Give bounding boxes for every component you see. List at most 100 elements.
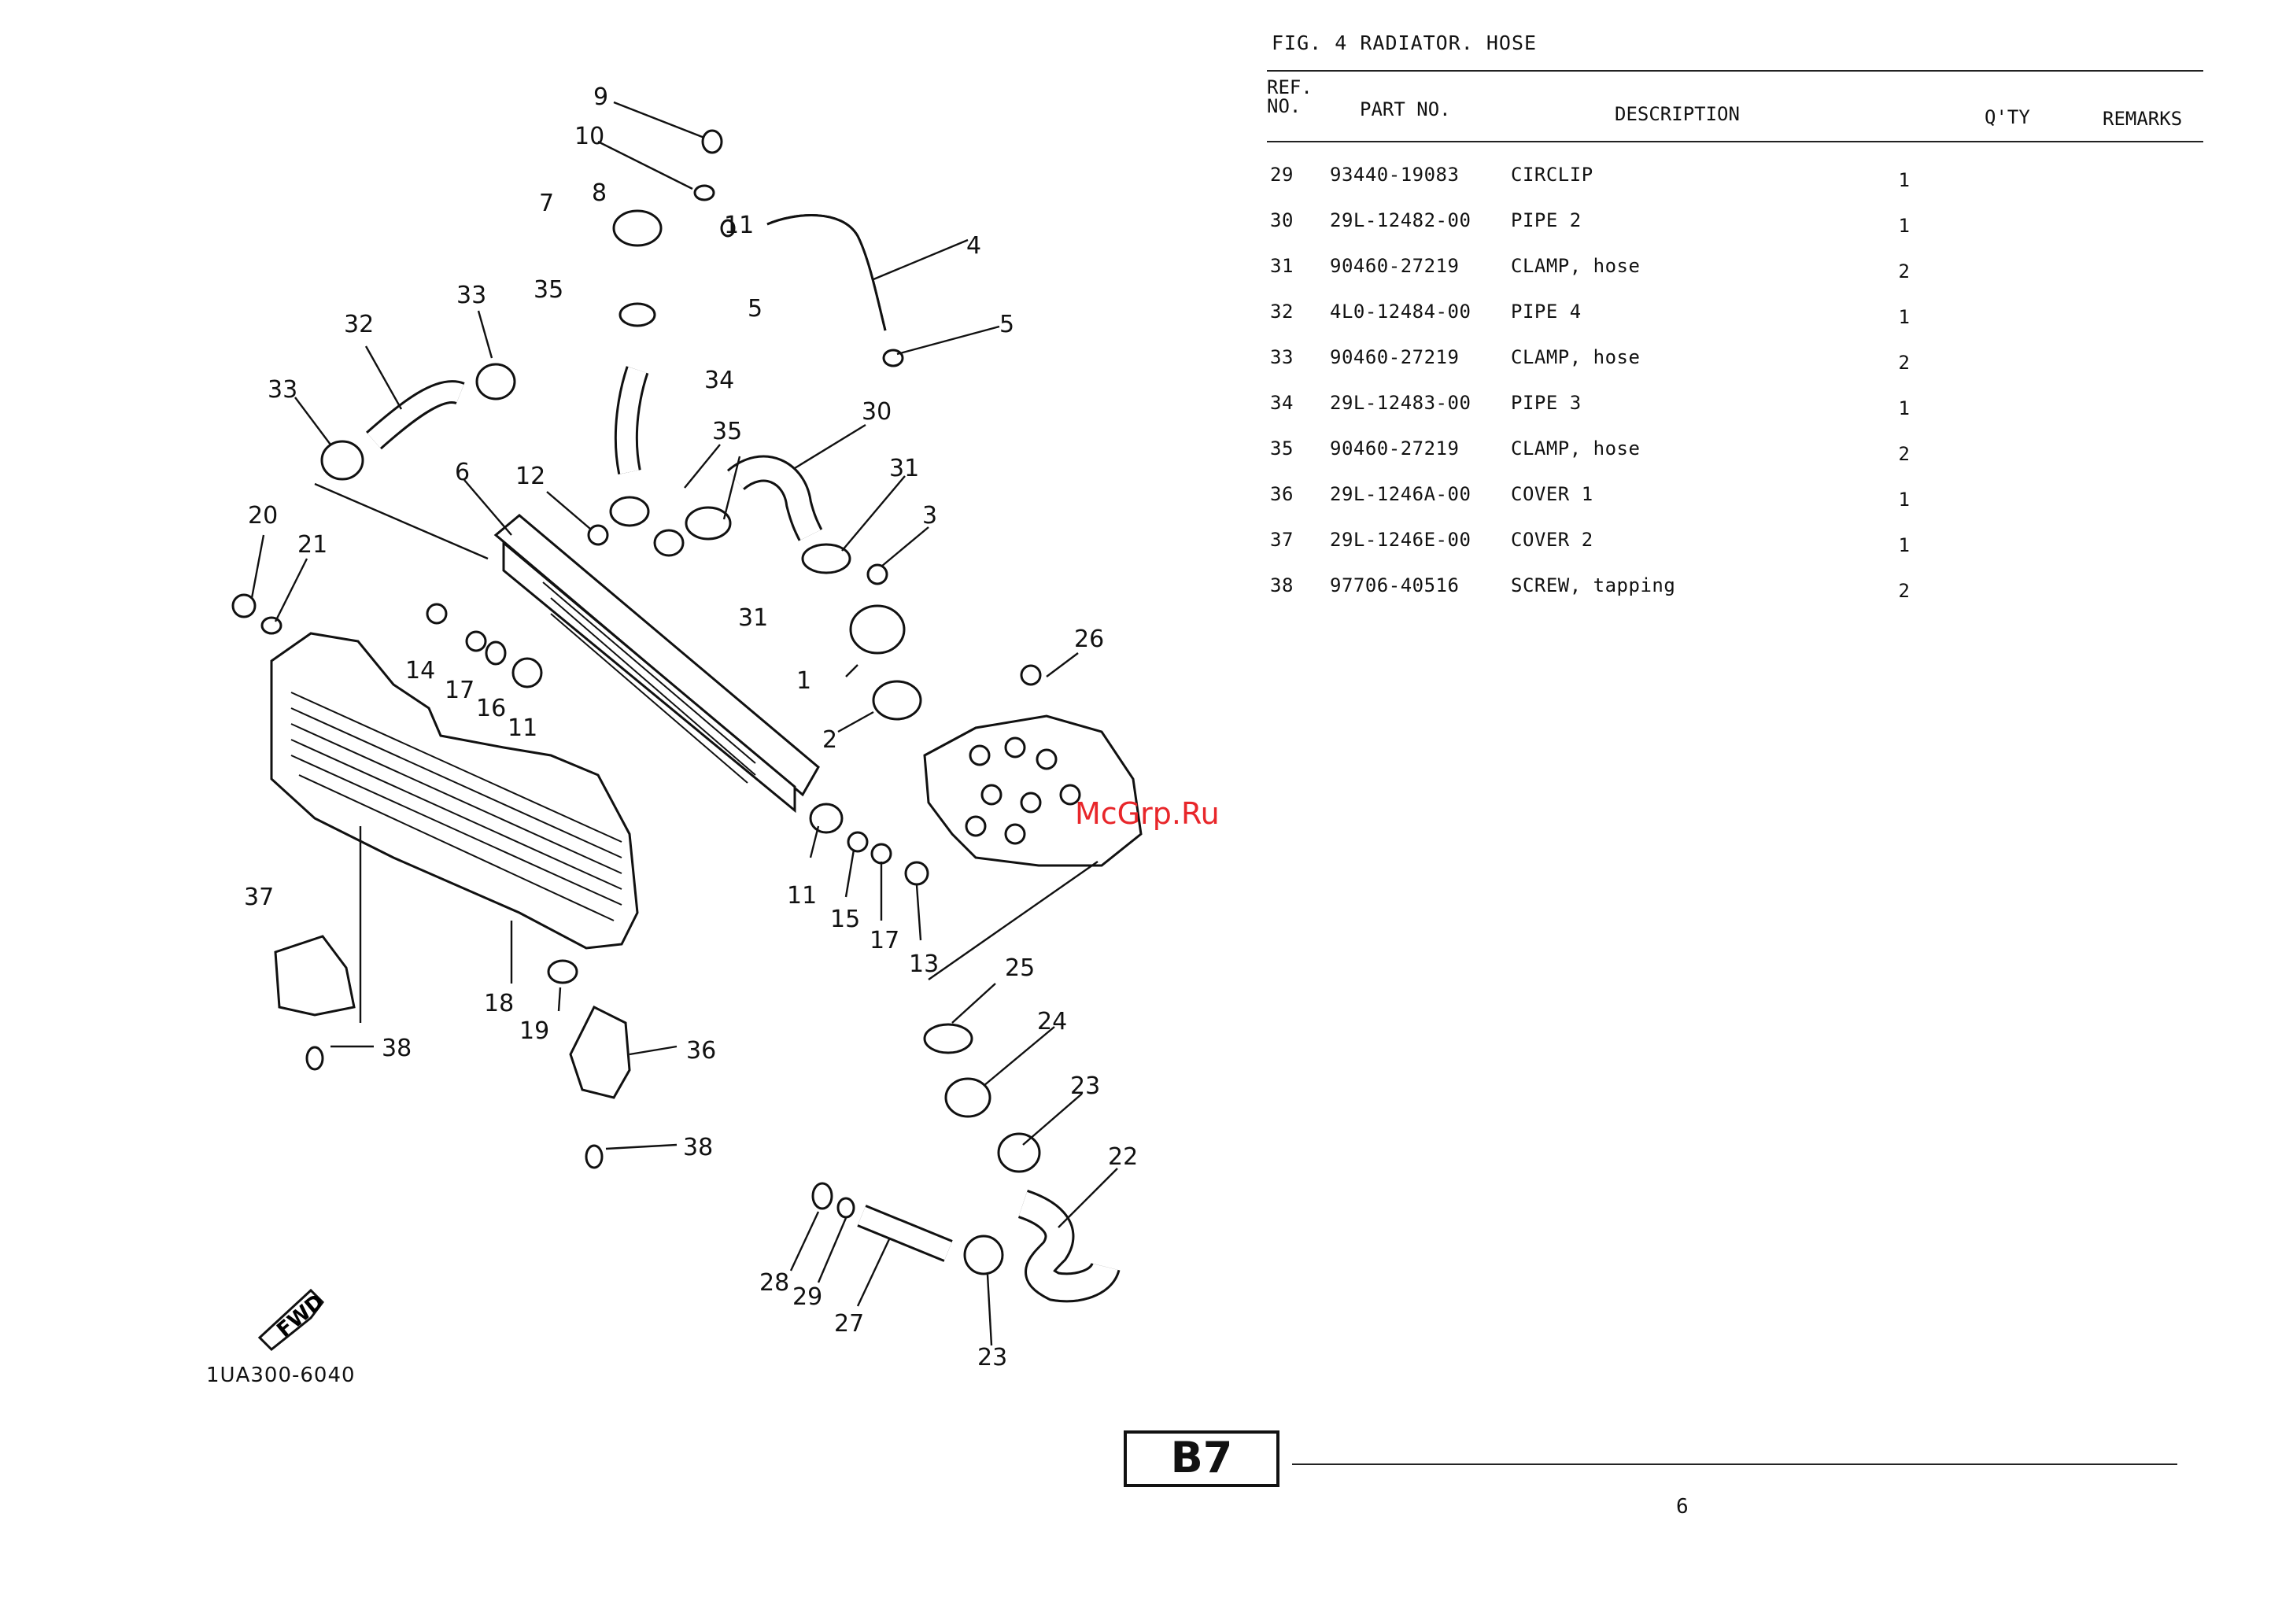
table-row: 36 29L-1246A-00 COVER 1 1 [1267,471,2203,517]
description: PIPE 2 [1511,209,1582,231]
description: PIPE 3 [1511,392,1582,414]
ref-no: 35 [1270,437,1294,460]
callout-31b: 31 [738,604,768,632]
qty: 2 [1898,580,1911,602]
ref-no: 37 [1270,529,1294,551]
callout-labels: 9 10 8 7 11 5 4 5 33 35 32 34 33 35 30 6… [244,83,1138,1371]
callout-7: 7 [539,190,554,217]
callout-33a: 33 [456,282,486,309]
watermark: McGrp.Ru [1075,796,1220,831]
header-ref-line2: NO. [1267,95,1302,117]
callout-36: 36 [686,1037,716,1065]
callout-9: 9 [593,83,608,111]
qty: 2 [1898,352,1911,374]
table-row: 33 90460-27219 CLAMP, hose 2 [1267,334,2203,380]
cover-1 [569,1005,631,1099]
header-remarks: REMARKS [2103,108,2183,130]
callout-26: 26 [1074,626,1104,653]
callout-5b: 5 [999,311,1014,338]
table-header: REF. NO. PART NO. DESCRIPTION Q'TY REMAR… [1267,72,2203,141]
qty: 1 [1898,306,1911,328]
part-no: 4L0-12484-00 [1330,301,1471,323]
callout-5a: 5 [748,295,762,323]
page-number: 6 [1676,1495,1689,1519]
qty: 2 [1898,260,1911,282]
callout-17b: 17 [870,927,899,954]
callout-11: 11 [724,212,754,239]
table-row: 30 29L-12482-00 PIPE 2 1 [1267,197,2203,243]
callout-35a: 35 [534,276,563,304]
callout-38a: 38 [382,1035,412,1062]
qty: 1 [1898,534,1911,556]
callout-2: 2 [822,726,837,754]
figure-title: FIG. 4 RADIATOR. HOSE [1272,31,1538,54]
table-row: 29 93440-19083 CIRCLIP 1 [1267,152,2203,197]
table-top-rule [1267,70,2203,72]
callout-37: 37 [244,884,274,911]
part-no: 29L-12482-00 [1330,209,1471,231]
table-row: 38 97706-40516 SCREW, tapping 2 [1267,563,2203,608]
description: COVER 1 [1511,483,1593,505]
description: SCREW, tapping [1511,574,1676,596]
footer-rule [1292,1463,2177,1465]
ref-no: 33 [1270,346,1294,368]
ref-no: 36 [1270,483,1294,505]
ref-no: 38 [1270,574,1294,596]
callout-31a: 31 [889,455,919,482]
fwd-label: FWD [272,1290,328,1342]
callout-3: 3 [922,502,937,530]
description: COVER 2 [1511,529,1593,551]
table-row: 37 29L-1246E-00 COVER 2 1 [1267,517,2203,563]
callout-21: 21 [297,531,327,559]
radiator-cap [612,209,663,247]
fwd-arrow-icon: FWD [257,1288,329,1352]
ref-no: 30 [1270,209,1294,231]
callout-12: 12 [515,463,545,490]
callout-16: 16 [476,695,506,722]
callout-30: 30 [862,398,892,426]
callout-19: 19 [519,1017,549,1045]
callout-23a: 23 [1070,1072,1100,1100]
cylinder-head [923,714,1143,867]
description: PIPE 4 [1511,301,1582,323]
callout-27: 27 [834,1310,864,1338]
callout-34: 34 [704,367,734,394]
parts-list: FIG. 4 RADIATOR. HOSE REF. NO. PART NO. … [1267,31,2203,608]
header-part-no: PART NO. [1360,98,1451,120]
ref-no: 34 [1270,392,1294,414]
callout-4: 4 [966,232,981,260]
description: CIRCLIP [1511,164,1593,186]
qty: 1 [1898,397,1911,419]
callout-28: 28 [759,1269,789,1297]
table-row: 32 4L0-12484-00 PIPE 4 1 [1267,289,2203,334]
callout-6: 6 [455,459,470,486]
description: CLAMP, hose [1511,346,1641,368]
part-no: 90460-27219 [1330,255,1460,277]
qty: 1 [1898,489,1911,511]
callout-35b: 35 [712,418,742,445]
callout-23b: 23 [977,1344,1007,1371]
header-ref: REF. NO. [1267,78,1324,116]
part-no: 90460-27219 [1330,437,1460,460]
qty: 1 [1898,215,1911,237]
callout-15: 15 [830,906,860,933]
callout-32: 32 [344,311,374,338]
page-code-box: B7 [1124,1430,1279,1487]
callout-18: 18 [484,990,514,1017]
callout-10: 10 [574,123,604,150]
qty: 1 [1898,169,1911,191]
exploded-diagram: FWD [0,0,1243,1440]
description: CLAMP, hose [1511,255,1641,277]
part-no: 29L-12483-00 [1330,392,1471,414]
cover-2 [274,935,356,1017]
table-header-rule [1267,141,2203,142]
callout-11b: 11 [508,714,537,742]
callout-38b: 38 [683,1134,713,1161]
header-description: DESCRIPTION [1615,103,1740,125]
callout-33b: 33 [268,376,297,404]
table-body: 29 93440-19083 CIRCLIP 1 30 29L-12482-00… [1267,142,2203,608]
callout-20: 20 [248,502,278,530]
callout-29: 29 [792,1283,822,1311]
part-no: 97706-40516 [1330,574,1460,596]
